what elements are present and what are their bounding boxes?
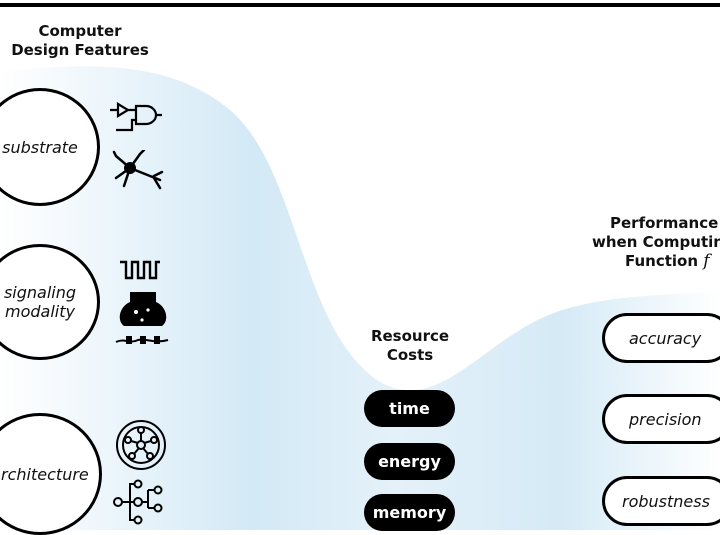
features-heading-line1: Computer bbox=[38, 22, 122, 40]
performance-heading: Performance when Computing Function f bbox=[588, 214, 720, 271]
performance-heading-line3: Function bbox=[625, 252, 699, 270]
recurrent-network-icon bbox=[116, 420, 166, 470]
features-heading: Computer Design Features bbox=[10, 22, 150, 60]
performance-heading-line2: when Computing bbox=[592, 233, 720, 251]
square-wave-icon bbox=[120, 260, 160, 280]
resources-heading-line2: Costs bbox=[386, 346, 434, 364]
feature-label: substrate bbox=[2, 137, 78, 157]
resource-energy: energy bbox=[364, 443, 455, 480]
resources-heading-line1: Resource bbox=[370, 327, 450, 345]
tree-network-icon bbox=[113, 479, 163, 525]
features-heading-line2: Design Features bbox=[11, 41, 149, 59]
performance-robustness: robustness bbox=[602, 476, 720, 526]
feature-label: modality bbox=[5, 302, 75, 321]
logic-gate-icon bbox=[110, 102, 162, 132]
performance-precision: precision bbox=[602, 394, 720, 444]
resources-heading: Resource Costs bbox=[360, 327, 460, 365]
performance-heading-line1: Performance bbox=[610, 214, 719, 232]
resource-memory: memory bbox=[364, 494, 455, 531]
performance-accuracy: accuracy bbox=[602, 313, 720, 363]
neuron-icon bbox=[112, 150, 164, 190]
synapse-icon bbox=[115, 292, 169, 344]
feature-label: signaling bbox=[3, 283, 77, 302]
resource-time: time bbox=[364, 390, 455, 427]
feature-substrate: substrate bbox=[0, 88, 100, 206]
top-rule bbox=[0, 3, 720, 7]
feature-label: architecture bbox=[0, 464, 89, 484]
function-symbol: f bbox=[703, 251, 710, 271]
